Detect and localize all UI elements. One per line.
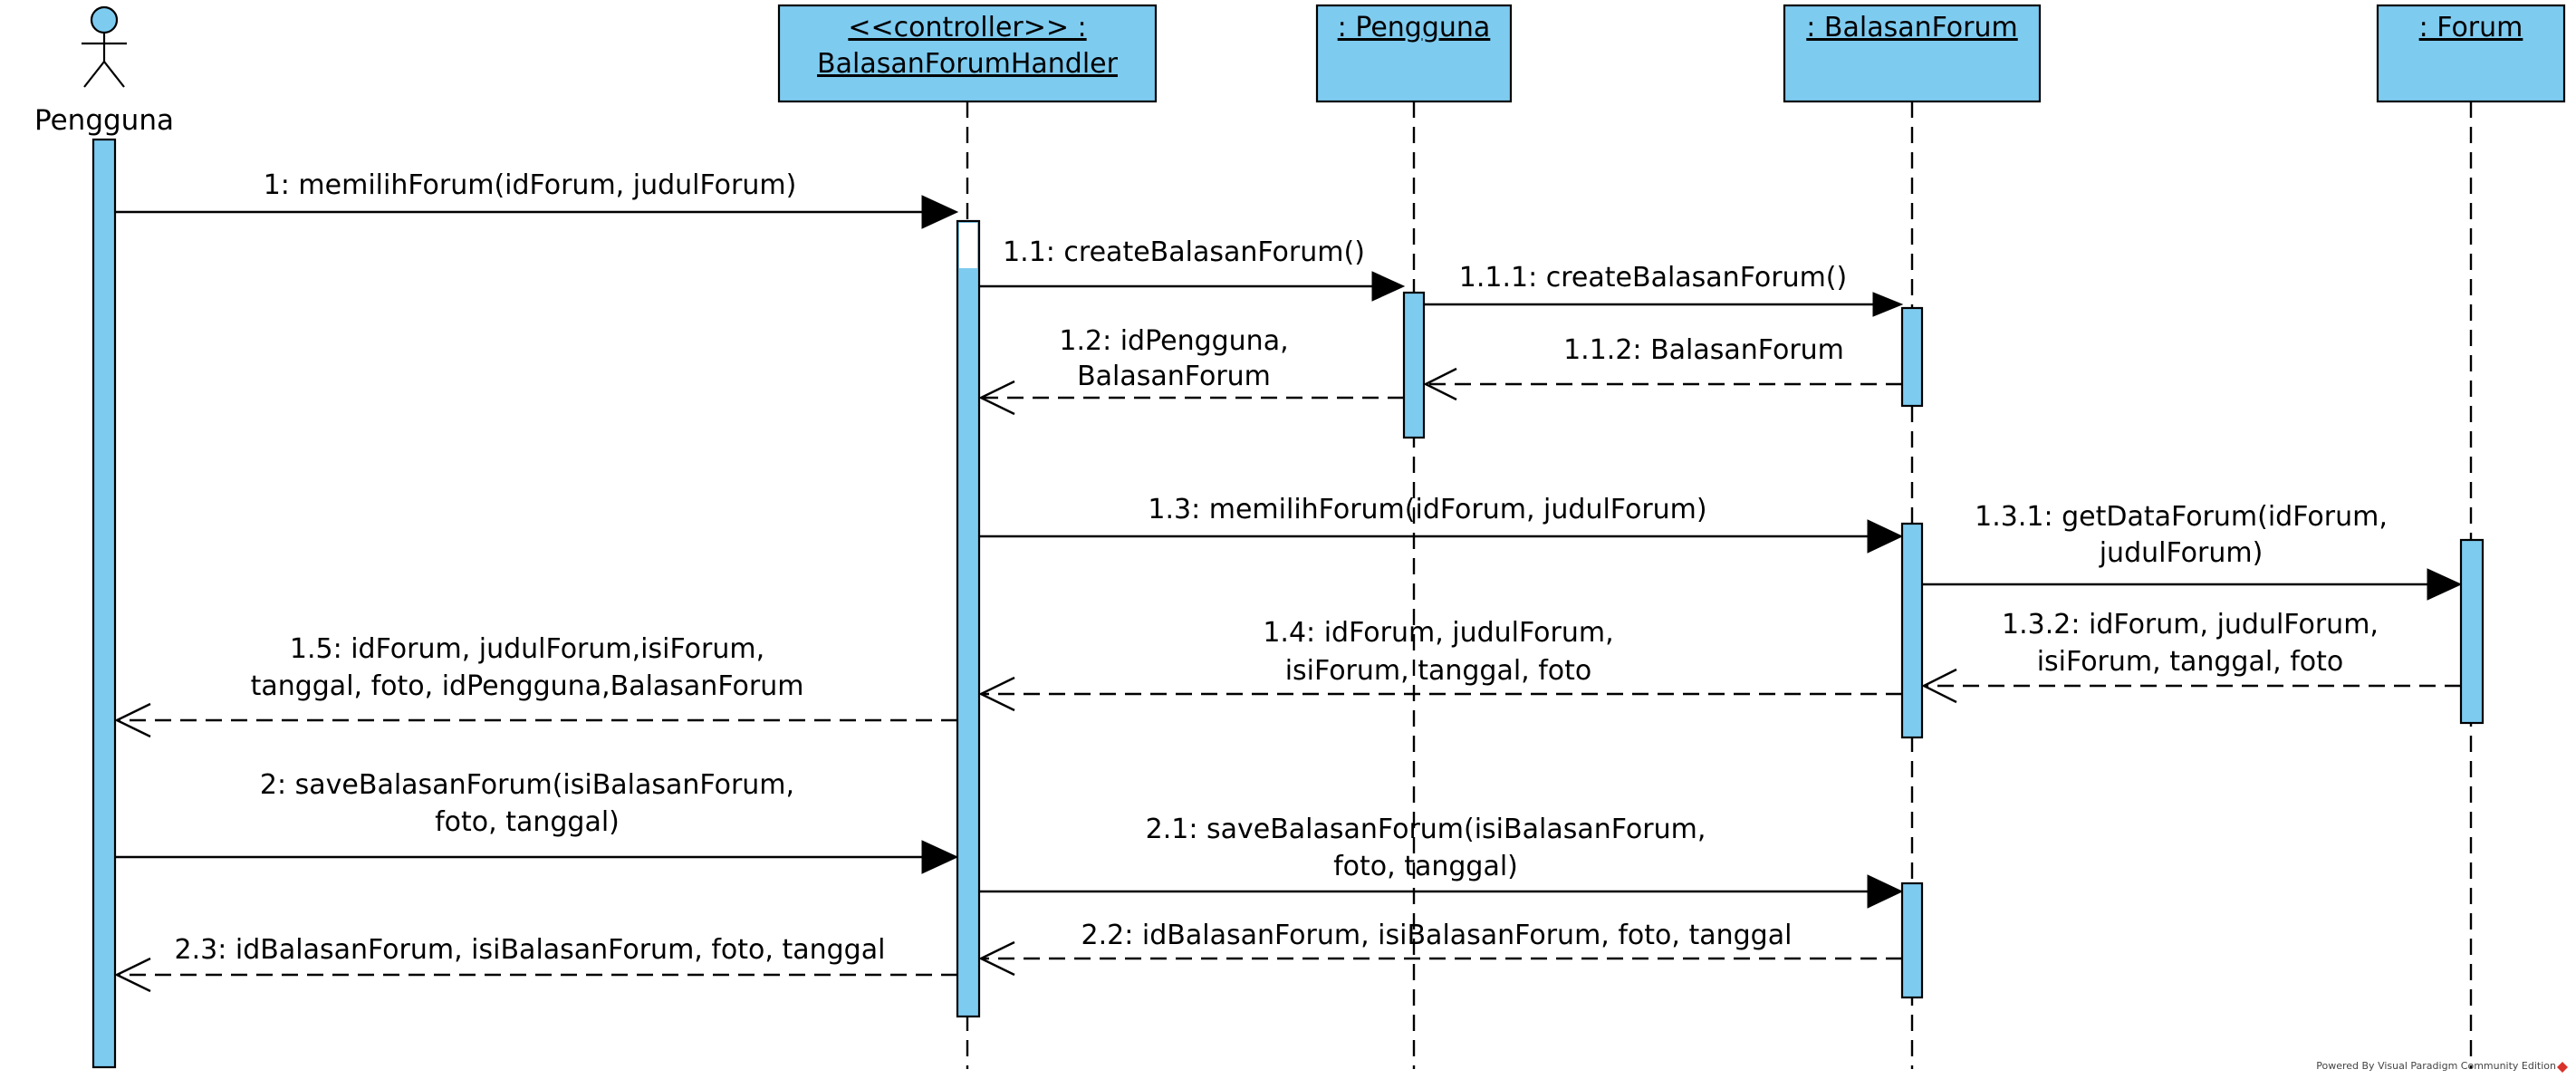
activation-forum <box>2459 538 2485 725</box>
message-label: foto, tanggal) <box>1333 851 1518 882</box>
visual-paradigm-logo-icon <box>2557 1062 2568 1073</box>
message-label: 1.1.1: createBalasanForum() <box>1459 262 1847 294</box>
watermark-text: Powered By Visual Paradigm Community Edi… <box>2316 1060 2556 1072</box>
lifeline-head-balasanforum: : BalasanForum <box>1783 4 2042 103</box>
activation-actor <box>91 138 117 1069</box>
arrowhead-open <box>114 957 151 993</box>
message-label: isiForum, tanggal, foto <box>2037 646 2344 678</box>
arrowhead-open <box>978 676 1015 712</box>
lifeline-head-pengguna: : Pengguna <box>1315 4 1513 103</box>
message-label: 1.5: idForum, judulForum,isiForum, <box>290 633 764 665</box>
actor-pengguna: Pengguna <box>34 5 174 137</box>
message-label: 2.2: idBalasanForum, isiBalasanForum, fo… <box>1081 920 1793 951</box>
arrowhead-solid <box>921 195 959 229</box>
message-1-3: 1.3: memilihForum(idForum, judulForum) <box>979 494 1904 554</box>
activation-handler <box>956 219 981 1018</box>
activation-balasan-3 <box>1900 882 1924 999</box>
message-label: isiForum, tanggal, foto <box>1285 655 1592 687</box>
arrowhead-solid <box>921 840 959 874</box>
actor-head <box>90 5 119 34</box>
message-label: 1.4: idForum, judulForum, <box>1263 617 1613 649</box>
message-label: 1: memilihForum(idForum, judulForum) <box>264 169 797 201</box>
arrowhead-open <box>1423 367 1457 401</box>
message-1: 1: memilihForum(idForum, judulForum) <box>115 169 959 229</box>
message-label: tanggal, foto, idPengguna,BalasanForum <box>251 670 804 702</box>
watermark: Powered By Visual Paradigm Community Edi… <box>2316 1060 2568 1073</box>
message-label: foto, tanggal) <box>435 806 620 838</box>
message-2-1: 2.1: saveBalasanForum(isiBalasanForum, f… <box>979 814 1904 909</box>
pengguna-name: : Pengguna <box>1338 12 1491 43</box>
message-label: 1.3.1: getDataForum(idForum, <box>1975 501 2388 533</box>
message-label: 2.3: idBalasanForum, isiBalasanForum, fo… <box>175 934 886 966</box>
arrowhead-solid <box>1371 271 1406 302</box>
message-1-1: 1.1: createBalasanForum() <box>979 236 1406 302</box>
message-label: 1.2: idPengguna, <box>1059 325 1288 357</box>
message-2-2: 2.2: idBalasanForum, isiBalasanForum, fo… <box>978 920 1902 977</box>
arrowhead-solid <box>2427 568 2463 601</box>
message-label: 1.1.2: BalasanForum <box>1563 334 1844 366</box>
message-label: judulForum) <box>2099 537 2264 569</box>
activation-balasan-2 <box>1900 522 1924 739</box>
activation-pengguna <box>1402 291 1426 439</box>
message-label: 1.3.2: idForum, judulForum, <box>2002 609 2379 641</box>
activation-balasan-1 <box>1900 306 1924 408</box>
lifeline-head-forum: : Forum <box>2376 4 2566 103</box>
message-2-3: 2.3: idBalasanForum, isiBalasanForum, fo… <box>114 934 957 993</box>
arrowhead-open <box>978 380 1015 416</box>
arrowhead-solid <box>1867 519 1904 554</box>
message-label: BalasanForum <box>1077 361 1271 392</box>
forum-name: : Forum <box>2419 12 2523 43</box>
arrowhead-solid <box>1867 874 1904 909</box>
message-1-5: 1.5: idForum, judulForum,isiForum, tangg… <box>114 633 957 738</box>
lifeline-head-handler: <<controller>> : BalasanForumHandler <box>777 4 1158 103</box>
actor-label: Pengguna <box>34 104 174 137</box>
arrowhead-open <box>114 702 151 738</box>
message-label: 1.1: createBalasanForum() <box>1003 236 1365 268</box>
arrowhead-solid <box>1872 292 1904 317</box>
message-2: 2: saveBalasanForum(isiBalasanForum, fot… <box>115 769 959 874</box>
message-label: 2.1: saveBalasanForum(isiBalasanForum, <box>1146 814 1706 845</box>
message-label: 1.3: memilihForum(idForum, judulForum) <box>1148 494 1706 525</box>
arrowhead-open <box>978 940 1015 977</box>
message-1-3-1: 1.3.1: getDataForum(idForum, judulForum) <box>1922 501 2463 601</box>
message-1-4: 1.4: idForum, judulForum, isiForum, tang… <box>978 617 1902 712</box>
message-1-1-2: 1.1.2: BalasanForum <box>1423 334 1902 401</box>
message-label: 2: saveBalasanForum(isiBalasanForum, <box>260 769 794 801</box>
activation-handler-notch <box>959 223 977 268</box>
message-1-1-1: 1.1.1: createBalasanForum() <box>1424 262 1904 317</box>
handler-stereotype: <<controller>> : <box>848 12 1086 43</box>
handler-name: BalasanForumHandler <box>817 48 1119 80</box>
balasanforum-name: : BalasanForum <box>1806 12 2017 43</box>
arrowhead-open <box>1921 668 1957 704</box>
message-1-2: 1.2: idPengguna, BalasanForum <box>978 325 1404 416</box>
message-1-3-2: 1.3.2: idForum, judulForum, isiForum, ta… <box>1921 609 2461 704</box>
